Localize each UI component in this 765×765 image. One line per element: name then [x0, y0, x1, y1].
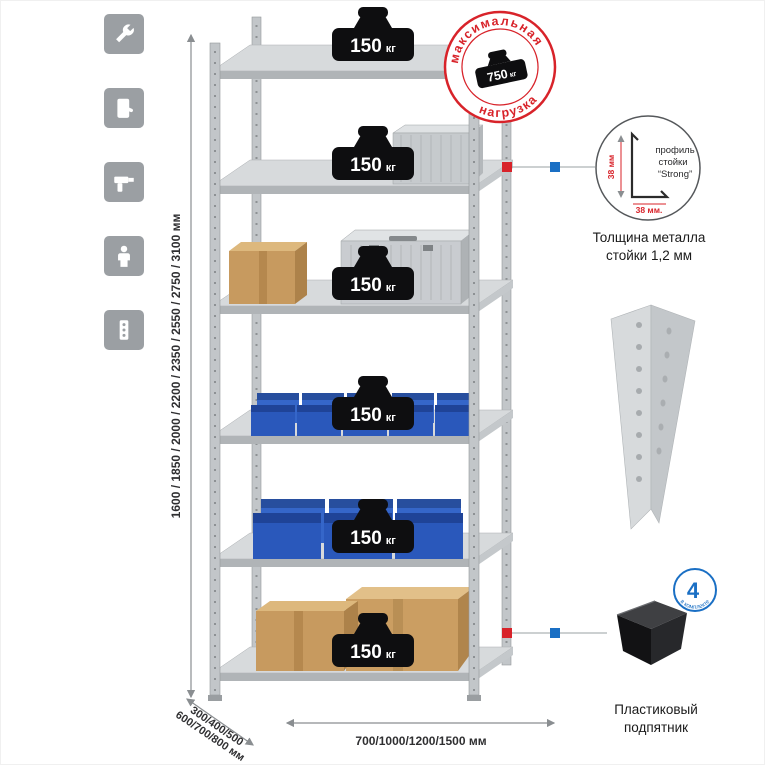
height-dimension: 1600 / 1850 / 2000 / 2200 / 2350 / 2550 … — [169, 33, 196, 699]
svg-text:38 мм: 38 мм — [606, 155, 616, 179]
profile-caption: Толщина металла стойки 1,2 мм — [592, 230, 706, 264]
svg-text:38 мм.: 38 мм. — [636, 205, 663, 215]
depth-dimension: 300/400/500 600/700/800 мм — [173, 698, 254, 764]
width-dimension: 700/1000/1200/1500 мм — [285, 718, 556, 748]
gloves-icon — [104, 88, 144, 128]
svg-text:стойки: стойки — [658, 157, 687, 168]
wrench-icon — [104, 14, 144, 54]
rack-foot — [467, 695, 481, 701]
post-profile-drawing — [630, 131, 670, 199]
blue-marker — [550, 628, 560, 638]
svg-text:“Strong”: “Strong” — [658, 169, 692, 180]
quantity-badge: 4 в комплекте — [673, 568, 717, 612]
rack-foot — [208, 695, 222, 701]
profile-callout: 38 мм 38 мм. профиль стойки “Strong” — [502, 115, 701, 221]
red-marker — [502, 162, 512, 172]
foot-caption: Пластиковый подпятник — [614, 702, 698, 736]
svg-text:700/1000/1200/1500 мм: 700/1000/1200/1500 мм — [355, 734, 486, 748]
angle-post-image — [610, 304, 696, 530]
max-load-stamp: максимальная нагрузка 750кг — [439, 4, 557, 126]
perforated-panel-icon — [104, 310, 144, 350]
shelving-rack — [208, 16, 514, 701]
plastic-foot-callout: 4 в комплекте — [502, 568, 717, 665]
svg-text:1600 / 1850 / 2000 / 2200 / 23: 1600 / 1850 / 2000 / 2200 / 2350 / 2550 … — [169, 214, 183, 519]
plastic-foot-image — [616, 600, 687, 665]
svg-text:4: 4 — [687, 578, 700, 603]
blue-marker — [550, 162, 560, 172]
feature-icon-column — [104, 14, 144, 350]
svg-text:750кг: 750кг — [486, 65, 518, 85]
red-marker — [502, 628, 512, 638]
drill-icon — [104, 162, 144, 202]
cardboard-box-small — [229, 242, 307, 304]
person-icon — [104, 236, 144, 276]
stamp-weight-icon: 750кг — [471, 45, 529, 89]
svg-text:профиль: профиль — [655, 145, 694, 156]
